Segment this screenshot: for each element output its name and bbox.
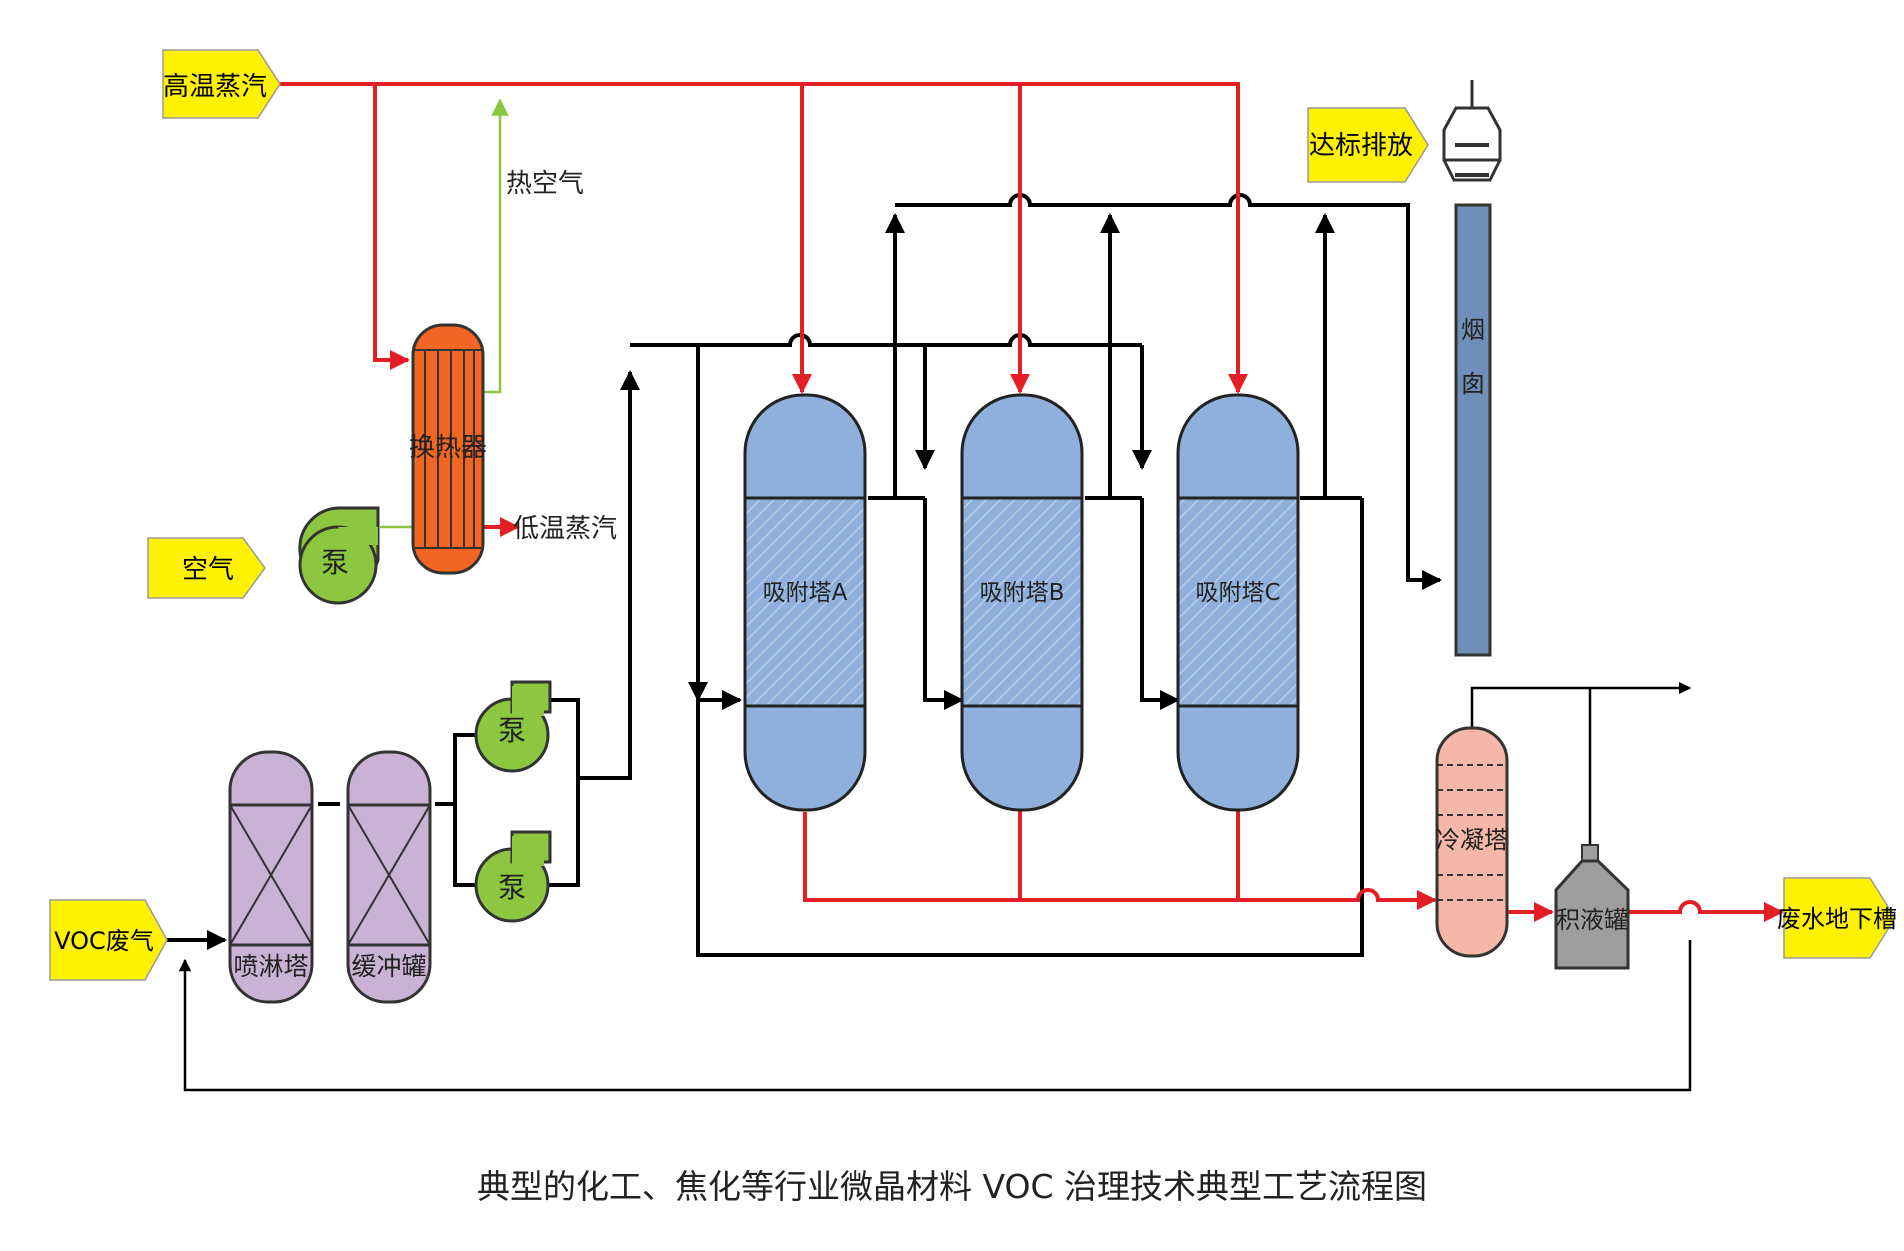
condenser-vent-lines: [1470, 681, 1692, 845]
spray-tower: 喷淋塔: [228, 750, 314, 1004]
voc-pump-lower: 泵: [474, 830, 552, 923]
wastewater-label: 废水地下槽: [1777, 905, 1897, 933]
process-lines: [165, 193, 1692, 1092]
flow-diagram-canvas: 高温蒸汽 空气 VOC废气 达标排放 废水地下槽 热空气 低温蒸汽 换热器: [49, 49, 1897, 1092]
spray-tower-label: 喷淋塔: [233, 952, 308, 981]
chimney: 烟 囱: [1442, 80, 1502, 657]
low-steam-label: 低温蒸汽: [513, 514, 617, 544]
chimney-char-1: 烟: [1461, 316, 1485, 344]
tag-wastewater: 废水地下槽: [1777, 877, 1897, 959]
pump-label-1: 泵: [321, 546, 349, 579]
voc-label: VOC废气: [54, 927, 154, 955]
pump-label-3: 泵: [498, 871, 526, 904]
inlet-header: [630, 333, 1142, 347]
air-pump: 泵: [298, 506, 380, 605]
liquid-tank-label: 积液罐: [1556, 906, 1628, 934]
tag-discharge: 达标排放: [1307, 107, 1429, 183]
steam-lines: [280, 82, 1784, 922]
discharge-label: 达标排放: [1309, 131, 1413, 161]
tower-a-label: 吸附塔A: [763, 580, 848, 606]
adsorption-tower-a: 吸附塔A: [743, 393, 867, 812]
voc-pump-upper: 泵: [474, 680, 552, 773]
air-label: 空气: [182, 555, 234, 585]
tower-c-label: 吸附塔C: [1195, 580, 1280, 606]
adsorption-tower-c: 吸附塔C: [1176, 393, 1300, 812]
pump-label-2: 泵: [498, 714, 526, 747]
heat-exchanger-label: 换热器: [409, 433, 487, 463]
tag-air: 空气: [147, 537, 266, 599]
tag-high-steam: 高温蒸汽: [162, 49, 281, 119]
adsorption-tower-b: 吸附塔B: [960, 393, 1084, 812]
high-steam-label: 高温蒸汽: [163, 72, 267, 102]
buffer-tank-label: 缓冲罐: [351, 952, 426, 981]
tag-voc: VOC废气: [49, 899, 168, 981]
exhaust-header: [895, 193, 1442, 590]
heat-exchanger: 换热器: [409, 323, 487, 575]
condenser: 冷凝塔: [1435, 726, 1509, 958]
chimney-char-2: 囱: [1461, 370, 1485, 398]
condenser-label: 冷凝塔: [1436, 826, 1508, 854]
liquid-tank: 积液罐: [1554, 844, 1630, 970]
buffer-tank: 缓冲罐: [346, 750, 432, 1004]
figure-caption: 典型的化工、焦化等行业微晶材料 VOC 治理技术典型工艺流程图: [477, 1167, 1427, 1206]
hot-air-label: 热空气: [506, 169, 584, 199]
tower-b-label: 吸附塔B: [980, 580, 1065, 606]
